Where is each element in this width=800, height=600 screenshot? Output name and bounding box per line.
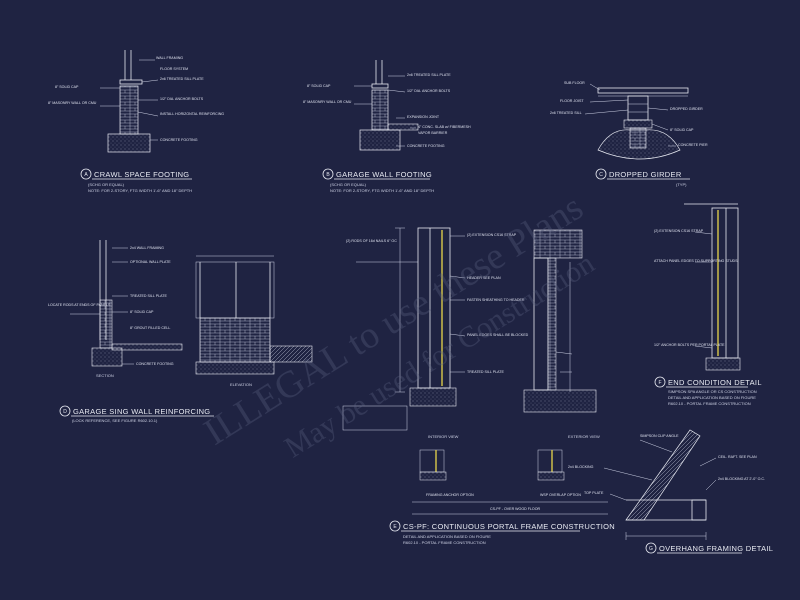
detail-c-marker — [595, 168, 607, 180]
note-a-2: 2x6 TREATED SILL PLATE — [160, 77, 204, 81]
detail-c-dropped-girder: SUB FLOOR FLOOR JOIST 2x6 TREATED SILL D… — [550, 81, 708, 187]
note-d-0: 2x4 WALL FRAMING — [130, 246, 164, 250]
note-g-0: SIMPSON CLIP ANGLE — [640, 434, 679, 438]
note-c-0: SUB FLOOR — [564, 81, 585, 85]
detail-e-marker-letter: E — [393, 524, 397, 530]
note-g-1: 2x4 BLOCKING — [568, 465, 594, 469]
note-a-1: FLOOR SYSTEM — [160, 67, 188, 71]
note-b-4: EXPANSION JOINT — [407, 115, 440, 119]
note-f-1: ATTACH PANEL EDGES TO SUPPORTING STUDS — [654, 259, 738, 263]
note-a-7: CONCRETE FOOTING — [160, 138, 198, 142]
detail-b-sub1: (SCHG OR EQUAL) — [330, 182, 367, 187]
detail-d-title: GARAGE SING WALL REINFORCING — [73, 407, 210, 416]
detail-e-marker — [389, 520, 401, 532]
detail-c-title: DROPPED GIRDER — [609, 170, 682, 179]
detail-e-overlap-label: WSP OVERLAP OPTION — [540, 493, 581, 497]
detail-e-sub2: R602.10 - PORTAL FRAME CONSTRUCTION — [403, 540, 486, 545]
note-d-1: OPTIONAL WALL PLATE — [130, 260, 171, 264]
note-c-4: 8" SOLID CAP — [670, 128, 694, 132]
note-a-4: 8" MASONRY WALL OR CMU — [48, 101, 97, 105]
note-c-5: CONCRETE PIER — [678, 143, 708, 147]
note-b-7: CONCRETE FOOTING — [407, 144, 445, 148]
detail-g-marker-letter: G — [649, 546, 653, 552]
note-c-2: 2x6 TREATED SILL — [550, 111, 582, 115]
note-f-0: (2) EXTENSION CS16 STRAP — [654, 229, 704, 233]
detail-b-marker — [322, 168, 334, 180]
detail-d-sub1: (LOCK REFERENCE, SEE FIGURE R602.10.1) — [72, 418, 158, 423]
detail-b-garage-wall-footing: 2x6 TREATED SILL PLATE 1/2" DIA. ANCHOR … — [303, 60, 471, 193]
note-e-2: HEADER SEE PLAN — [467, 276, 501, 280]
detail-d-elevation-label: ELEVATION — [230, 382, 252, 387]
note-e-3: FASTEN SHEATHING TO HEADER — [467, 298, 525, 302]
note-b-0: 2x6 TREATED SILL PLATE — [407, 73, 451, 77]
detail-a-title: CRAWL SPACE FOOTING — [94, 170, 189, 179]
detail-b-sub2: NOTE: FOR 2-STORY, FTG WIDTH 1'-6" AND 1… — [330, 188, 434, 193]
note-d-3: 8" SOLID CAP — [130, 310, 154, 314]
detail-e-title: CS-PF: CONTINUOUS PORTAL FRAME CONSTRUCT… — [403, 522, 615, 531]
note-e-4: PANEL EDGES SHALL BE BLOCKED — [467, 333, 529, 337]
detail-f-title: END CONDITION DETAIL — [668, 378, 762, 387]
detail-f-marker — [654, 376, 666, 388]
note-b-1: 1/2" DIA. ANCHOR BOLTS — [407, 89, 451, 93]
note-e-5: TREATED SILL PLATE — [467, 370, 504, 374]
detail-e-interior-label: INTERIOR VIEW — [428, 434, 459, 439]
note-f-2: 1/2" ANCHOR BOLTS PER PORTAL PLATE — [654, 343, 725, 347]
detail-g-marker — [645, 542, 657, 554]
note-c-3: DROPPED GIRDER — [670, 107, 703, 111]
note-b-3: 8" MASONRY WALL OR CMU — [303, 100, 352, 104]
note-d-5: CONCRETE FOOTING — [136, 362, 174, 366]
detail-e-portal-frame: (2) EXTENSION CS16 STRAP (2) RODS OF 16d… — [342, 227, 615, 545]
note-e-1: (2) RODS OF 16d NAILS 6" OC — [346, 239, 397, 243]
detail-e-cspf-label: CS-PF - OVER WOOD FLOOR — [490, 507, 541, 511]
detail-a-marker — [80, 168, 92, 180]
note-a-6: INSTALL HORIZONTAL REINFORCING — [160, 112, 224, 116]
detail-d-marker — [59, 405, 71, 417]
detail-a-sub2: NOTE: FOR 2-STORY, FTG WIDTH 1'-6" AND 1… — [88, 188, 192, 193]
detail-a-marker-letter: A — [84, 172, 88, 178]
detail-g-overhang-framing: SIMPSON CLIP ANGLE 2x4 BLOCKING CEIL. RA… — [568, 429, 773, 554]
note-c-1: FLOOR JOIST — [560, 99, 584, 103]
detail-e-framing-label: FRAMING ANCHOR OPTION — [426, 493, 474, 497]
note-e-0: (2) EXTENSION CS16 STRAP — [467, 233, 517, 237]
note-b-2: 8" SOLID CAP — [307, 84, 331, 88]
detail-c-sub1: (TYP) — [676, 182, 687, 187]
detail-c-marker-letter: C — [599, 172, 603, 178]
note-g-4: 2x4 BLOCKING AT 2'-0" O.C. — [718, 477, 765, 481]
note-g-3: TOP PLATE — [584, 491, 604, 495]
detail-d-section-label: SECTION — [96, 373, 114, 378]
detail-f-sub1: SIMPSON SPA ANGLE OR CS CONSTRUCTION — [668, 389, 757, 394]
detail-d-marker-letter: D — [63, 409, 67, 415]
note-d-4: 8" GROUT FILLED CELL — [130, 326, 170, 330]
detail-e-sub1: DETAIL AND APPLICATION BASED ON FIGURE — [403, 534, 491, 539]
note-g-2: CEIL. RAFT. SEE PLAN — [718, 455, 757, 459]
detail-f-sub3: R602.10 - PORTAL FRAME CONSTRUCTION — [668, 401, 751, 406]
detail-f-sub2: DETAIL AND APPLICATION BASED ON FIGURE — [668, 395, 756, 400]
note-b-5: 4" CONC. SLAB w/ FIBERMESH — [418, 125, 471, 129]
detail-f-marker-letter: F — [658, 380, 661, 386]
detail-f-end-condition: (2) EXTENSION CS16 STRAP ATTACH PANEL ED… — [654, 203, 762, 406]
note-a-5: 1/2" DIA. ANCHOR BOLTS — [160, 97, 204, 101]
detail-b-title: GARAGE WALL FOOTING — [336, 170, 432, 179]
detail-a-crawl-space-footing: WALL FRAMING FLOOR SYSTEM 2x6 TREATED SI… — [48, 50, 224, 193]
note-a-0: WALL FRAMING — [156, 56, 183, 60]
detail-d-garage-wall-reinforcing: 2x4 WALL FRAMING OPTIONAL WALL PLATE TRE… — [48, 240, 313, 423]
note-a-3: 8" SOLID CAP — [55, 85, 79, 89]
note-d-2: TREATED SILL PLATE — [130, 294, 167, 298]
detail-g-title: OVERHANG FRAMING DETAIL — [659, 544, 773, 553]
note-b-6: VAPOR BARRIER — [418, 131, 448, 135]
detail-b-marker-letter: B — [326, 172, 330, 178]
note-d-6: LOCATE RODS AT ENDS OF PANELS — [48, 303, 111, 307]
detail-a-sub1: (SCHG OR EQUAL) — [88, 182, 125, 187]
detail-e-exterior-label: EXTERIOR VIEW — [568, 434, 600, 439]
